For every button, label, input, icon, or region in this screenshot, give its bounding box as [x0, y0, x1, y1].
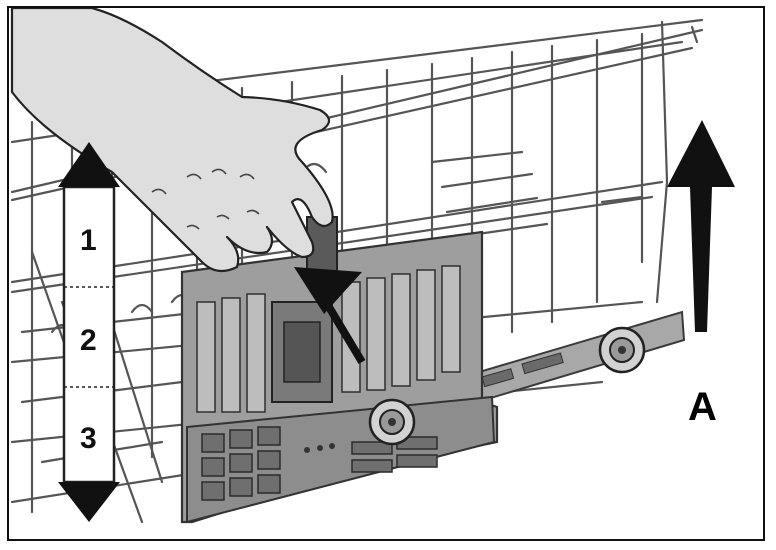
scale-position-2: 2: [80, 324, 97, 357]
height-scale: 1 2 3: [58, 142, 120, 522]
figure-frame: A 1 2 3: [7, 6, 765, 541]
scale-bar: [62, 185, 116, 484]
hand: [10, 8, 334, 273]
scale-arrow-bottom: [58, 482, 120, 522]
diagram-canvas: A 1 2 3: [10, 8, 735, 524]
rail-wheel-rear: [598, 326, 646, 374]
height-adjuster-rail: [180, 216, 686, 524]
scale-position-1: 1: [80, 224, 97, 257]
adjuster-symbols: [304, 443, 335, 453]
rail-wheel-front: [368, 398, 416, 446]
callout-label: A: [688, 385, 717, 429]
adjuster-ribs: [196, 265, 461, 413]
adjust-arrow-icon: [294, 267, 366, 365]
up-arrow-icon: [667, 120, 735, 332]
adjuster-grid: [201, 426, 438, 501]
scale-position-3: 3: [80, 422, 97, 455]
double-arrow-icon: [58, 142, 120, 187]
